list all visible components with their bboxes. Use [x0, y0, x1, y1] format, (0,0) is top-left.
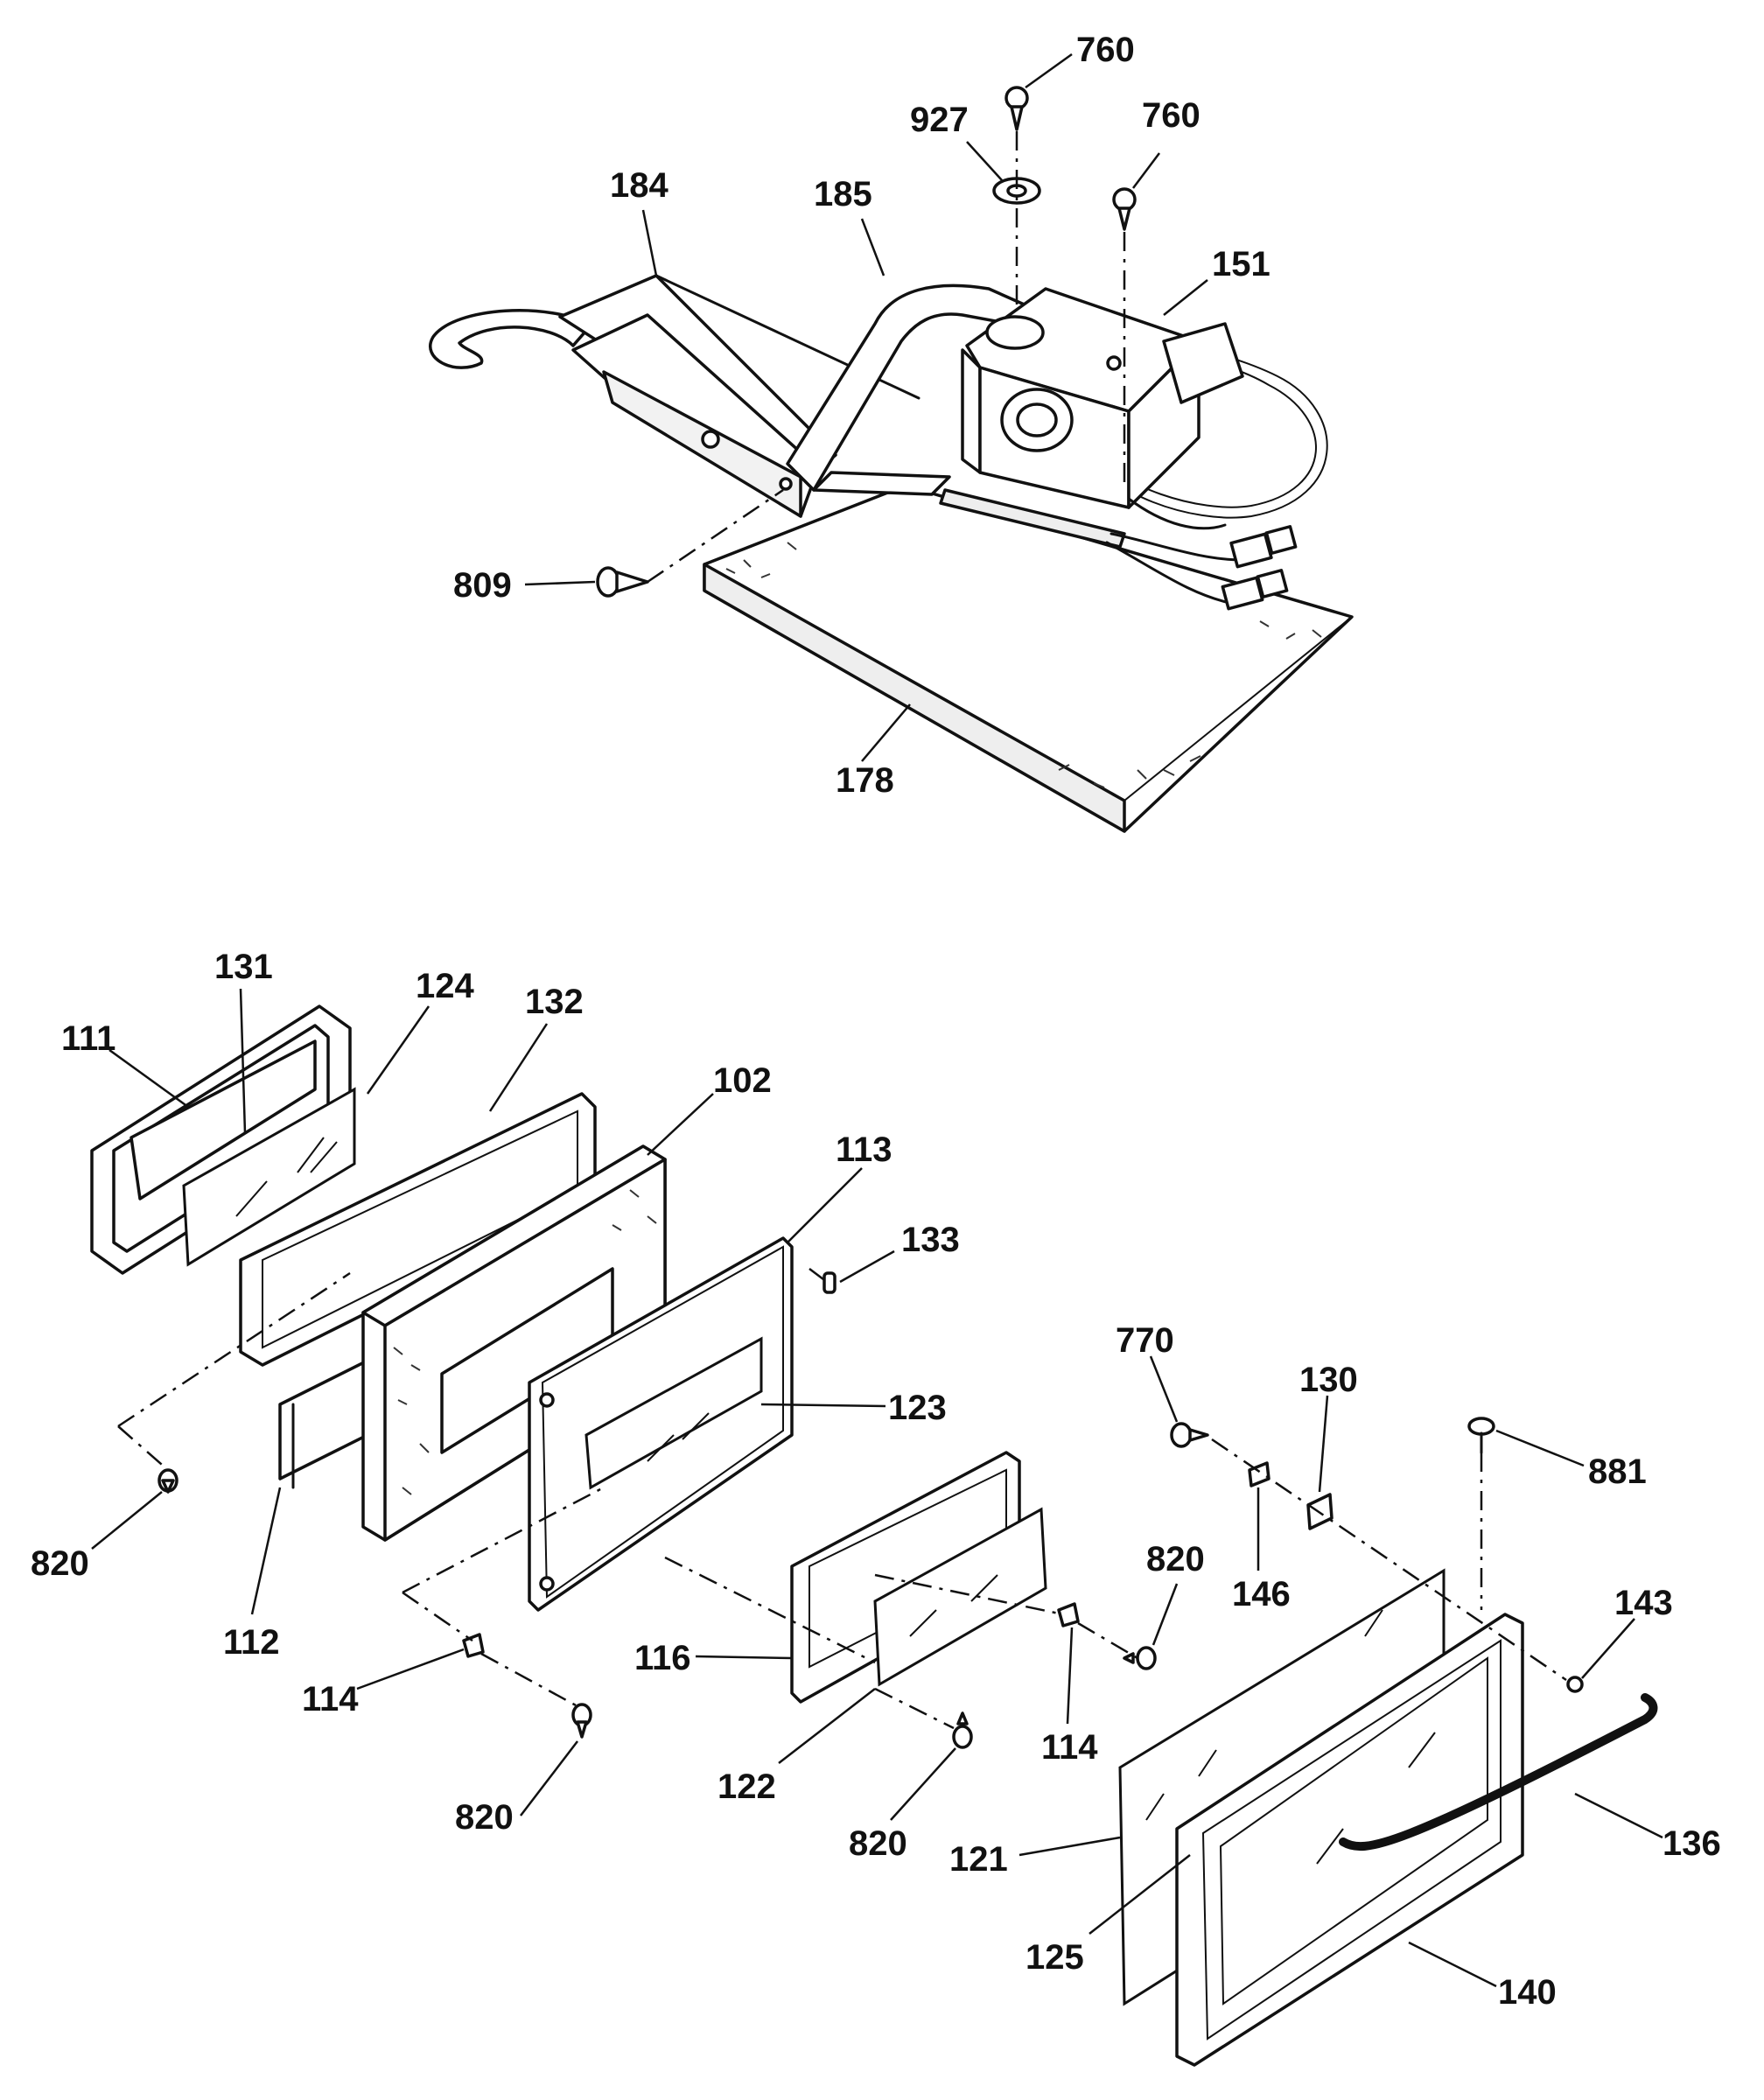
- part-114-clip-a: [462, 1633, 485, 1658]
- label-122: 122: [718, 1768, 776, 1806]
- door-assembly: [90, 988, 1663, 2067]
- label-760-b: 760: [1142, 96, 1200, 135]
- label-820-a: 820: [31, 1544, 89, 1583]
- label-881: 881: [1588, 1452, 1647, 1491]
- label-136: 136: [1662, 1824, 1721, 1863]
- label-143: 143: [1614, 1584, 1673, 1622]
- label-113: 113: [836, 1130, 892, 1169]
- part-760-screw-b: [1112, 187, 1137, 231]
- part-809-screw: [596, 566, 649, 598]
- label-820-c: 820: [1146, 1540, 1205, 1578]
- part-131-bracket: [130, 1040, 317, 1200]
- part-820-screw-a: [158, 1468, 178, 1494]
- label-809: 809: [453, 566, 512, 605]
- part-820-screw-b: [571, 1703, 592, 1739]
- part-123-window-glass: [584, 1336, 763, 1490]
- part-178-insulation-pad: [703, 484, 1354, 833]
- label-121: 121: [949, 1840, 1008, 1879]
- label-151: 151: [1212, 245, 1270, 284]
- part-184-latch-arm: [429, 274, 920, 518]
- part-770-screw: [1170, 1422, 1209, 1448]
- label-185: 185: [814, 175, 872, 214]
- part-881-screw: [1467, 1417, 1495, 1454]
- part-114-clip-b: [1057, 1602, 1080, 1628]
- label-123: 123: [888, 1389, 947, 1427]
- part-140-door-frame: [1175, 1613, 1524, 2067]
- part-151-motor: [939, 287, 1328, 611]
- part-760-screw-a: [1004, 86, 1029, 131]
- part-124-glass: [182, 1087, 356, 1267]
- label-760-a: 760: [1076, 31, 1135, 69]
- part-927-washer: [992, 177, 1041, 205]
- label-125: 125: [1026, 1938, 1084, 1977]
- label-820-d: 820: [849, 1824, 907, 1863]
- label-102: 102: [713, 1061, 772, 1100]
- label-927: 927: [910, 101, 969, 139]
- part-143-end-cap: [1566, 1676, 1584, 1693]
- part-122-glass: [873, 1507, 1047, 1687]
- label-130: 130: [1299, 1361, 1358, 1399]
- label-111: 111: [61, 1019, 116, 1058]
- part-133-clip: [822, 1271, 836, 1294]
- label-770: 770: [1116, 1321, 1174, 1360]
- label-114-a: 114: [302, 1680, 359, 1718]
- label-140: 140: [1498, 1973, 1557, 2012]
- part-820-screw-d: [952, 1712, 973, 1749]
- part-185-link-bar: [786, 284, 1030, 496]
- label-116: 116: [634, 1639, 691, 1677]
- label-124: 124: [416, 967, 474, 1005]
- wire-connectors: [1105, 525, 1298, 611]
- part-136-handle: [1339, 1693, 1658, 1852]
- label-112: 112: [223, 1623, 280, 1662]
- top-assembly: [429, 52, 1354, 833]
- label-133: 133: [901, 1221, 960, 1259]
- label-820-b: 820: [455, 1798, 514, 1837]
- label-146: 146: [1232, 1575, 1291, 1614]
- label-131: 131: [214, 948, 273, 986]
- label-114-b: 114: [1041, 1728, 1098, 1767]
- callout-labels: 760 927 760 184 185 151 809 178 131 124 …: [31, 31, 1721, 2012]
- label-184: 184: [610, 166, 668, 205]
- part-820-screw-c: [1123, 1646, 1157, 1670]
- label-132: 132: [525, 983, 584, 1021]
- label-178: 178: [836, 761, 894, 800]
